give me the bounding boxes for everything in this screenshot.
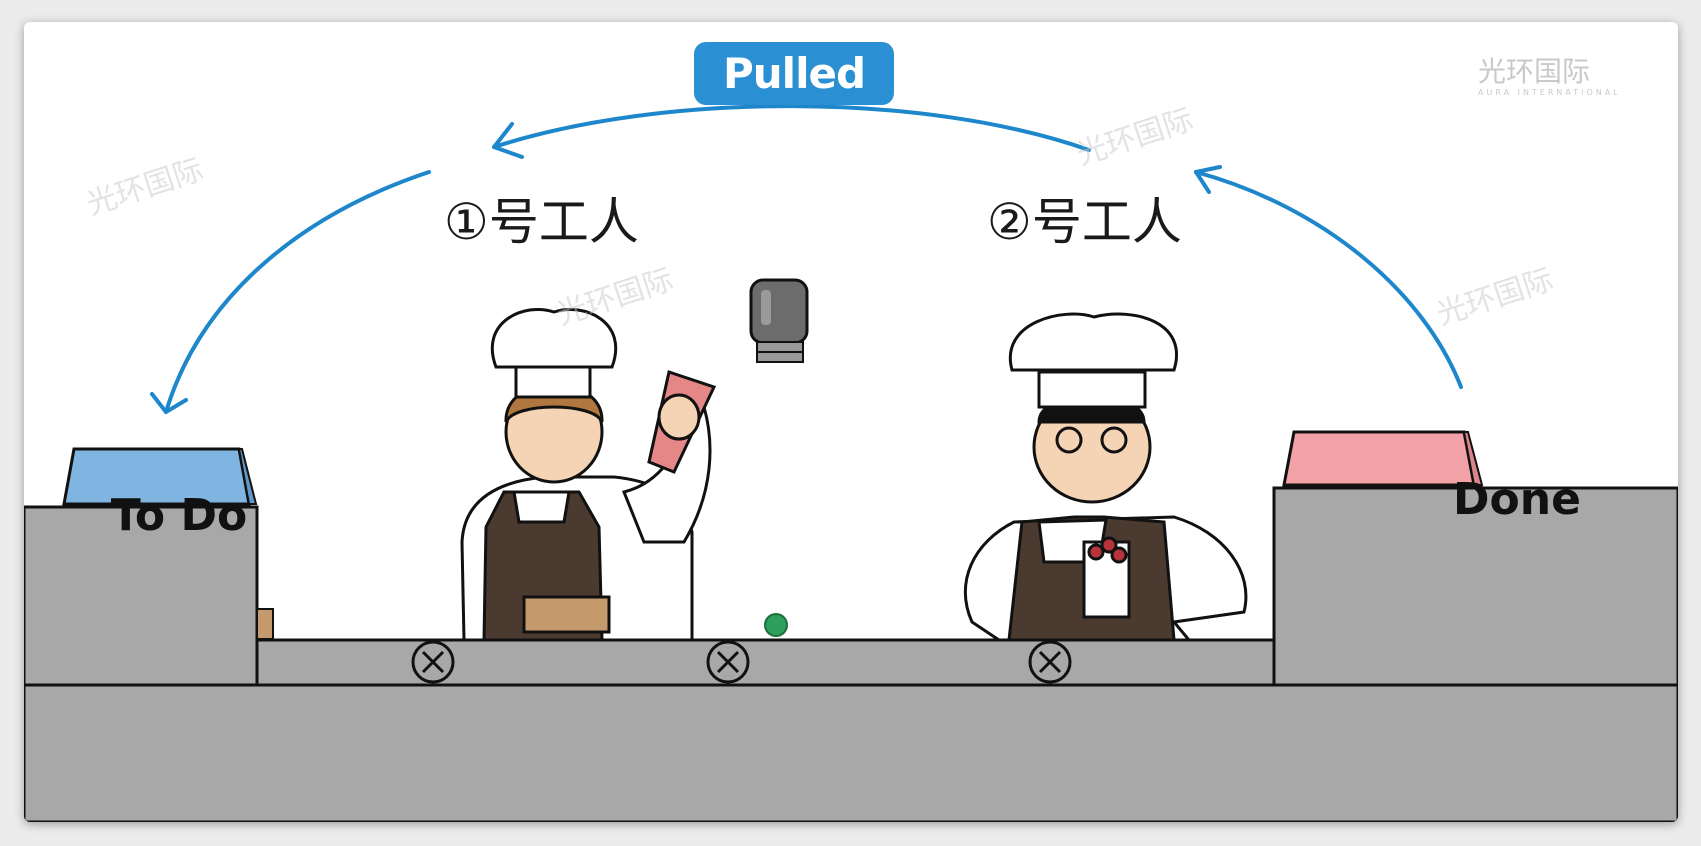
worker-1-figure [460, 307, 717, 642]
done-label: Done [1453, 474, 1581, 525]
arrow-to-todo [164, 170, 431, 414]
floor [24, 683, 1678, 822]
illustration-frame: 光环国际 光环国际 光环国际 光环国际 光环国际 AURA INTERNATIO… [24, 22, 1678, 822]
small-box [256, 608, 274, 640]
brand-name: 光环国际 [1478, 55, 1591, 88]
done-counter [1272, 486, 1678, 687]
kanban-scene [24, 104, 1678, 822]
brand-logo: 光环国际 AURA INTERNATIONAL [1478, 50, 1621, 97]
pulled-badge: Pulled [694, 42, 894, 105]
conveyor-rollers [411, 640, 1072, 684]
brand-subtitle: AURA INTERNATIONAL [1478, 88, 1621, 97]
worker-1-label: ①号工人 [444, 193, 639, 251]
green-ball [764, 613, 788, 637]
jar-icon [749, 278, 809, 363]
worker-2-figure [963, 312, 1248, 642]
todo-label: To Do [110, 490, 248, 541]
worker-2-label: ②号工人 [987, 193, 1182, 251]
flow-arrows [150, 104, 1463, 414]
arrow-from-done [1194, 170, 1463, 389]
arrow-pulled-top [492, 104, 1091, 152]
todo-counter [24, 505, 259, 687]
